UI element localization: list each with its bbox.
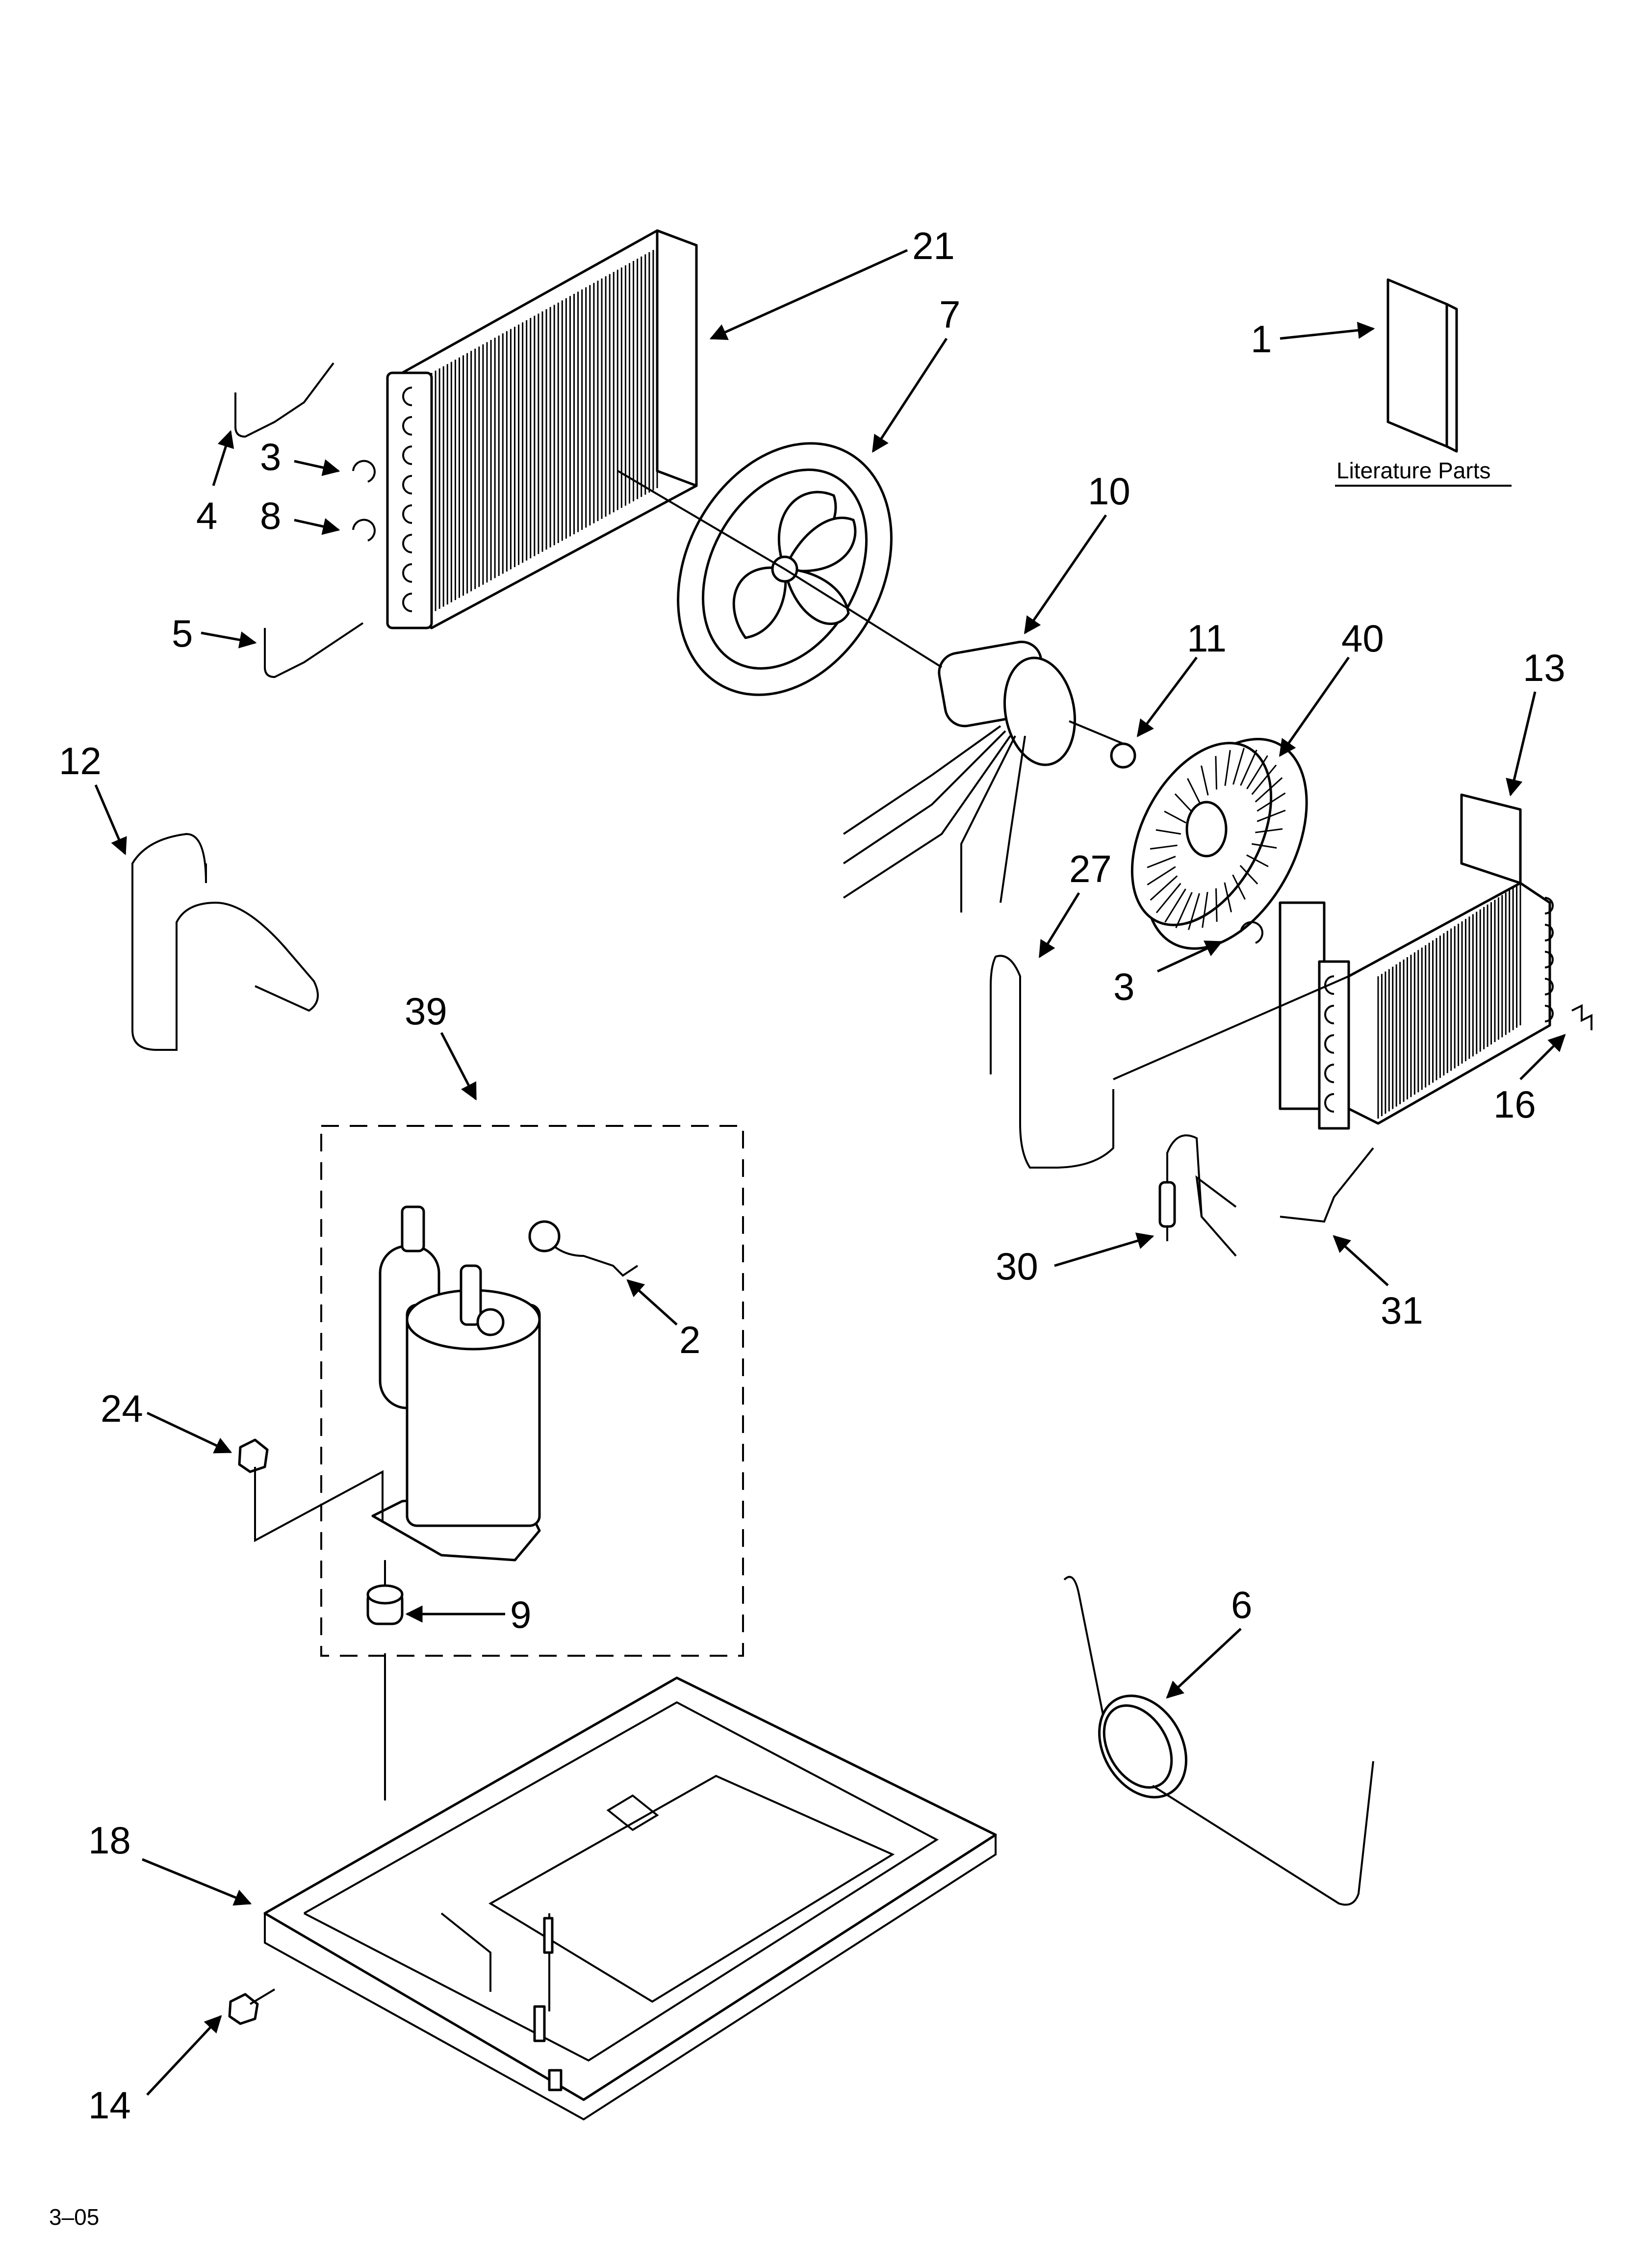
label-6: 6: [1231, 1583, 1252, 1626]
clip-3-left: [352, 460, 376, 483]
clip-3-right: [1240, 921, 1263, 944]
grommet-9: [366, 1584, 404, 1625]
label-12: 12: [59, 739, 102, 782]
label-5: 5: [172, 612, 193, 655]
base-pan: [263, 1676, 997, 2121]
clip-16: [1571, 1004, 1592, 1030]
evaporator-coil: [1279, 793, 1554, 1130]
label-3-top: 3: [260, 435, 281, 478]
label-13: 13: [1523, 646, 1565, 689]
label-24: 24: [101, 1387, 143, 1430]
label-8: 8: [260, 494, 281, 537]
screw-14: [228, 1988, 276, 2025]
label-31: 31: [1381, 1289, 1423, 1332]
capillary-6: [1063, 1576, 1374, 1906]
label-11: 11: [1187, 617, 1227, 660]
label-30: 30: [996, 1245, 1038, 1288]
label-21: 21: [912, 224, 955, 267]
label-9: 9: [510, 1593, 531, 1636]
label-3-right: 3: [1113, 965, 1134, 1008]
label-2: 2: [679, 1318, 700, 1361]
nut-24: [238, 1438, 269, 1473]
tube-12: [131, 833, 319, 1051]
overload-2: [528, 1220, 639, 1277]
label-1: 1: [1251, 317, 1272, 361]
label-14: 14: [88, 2084, 131, 2127]
nut-11: [1110, 742, 1136, 769]
label-4: 4: [196, 494, 217, 537]
assembly-39-box: [320, 1125, 744, 1657]
part-30: [1158, 1134, 1237, 1257]
label-7: 7: [939, 293, 960, 336]
tube-4: [234, 362, 334, 438]
literature-parts-label: Literature Parts: [1336, 458, 1490, 483]
fan-motor: [784, 568, 1129, 912]
label-40: 40: [1341, 617, 1384, 660]
tube-5: [264, 622, 364, 678]
tube-27: [990, 955, 1114, 1169]
label-18: 18: [88, 1819, 131, 1862]
label-27: 27: [1069, 847, 1112, 890]
part-31: [1280, 1147, 1374, 1223]
clip-8: [352, 519, 376, 542]
literature-booklet: [1386, 278, 1458, 453]
revision-code: 3–05: [49, 2204, 99, 2230]
label-39: 39: [405, 990, 447, 1033]
condenser-coil: [386, 229, 698, 629]
label-16: 16: [1493, 1083, 1536, 1126]
compressor: [371, 1205, 541, 1562]
blower-wheel: [1130, 738, 1308, 950]
label-10: 10: [1088, 469, 1130, 513]
